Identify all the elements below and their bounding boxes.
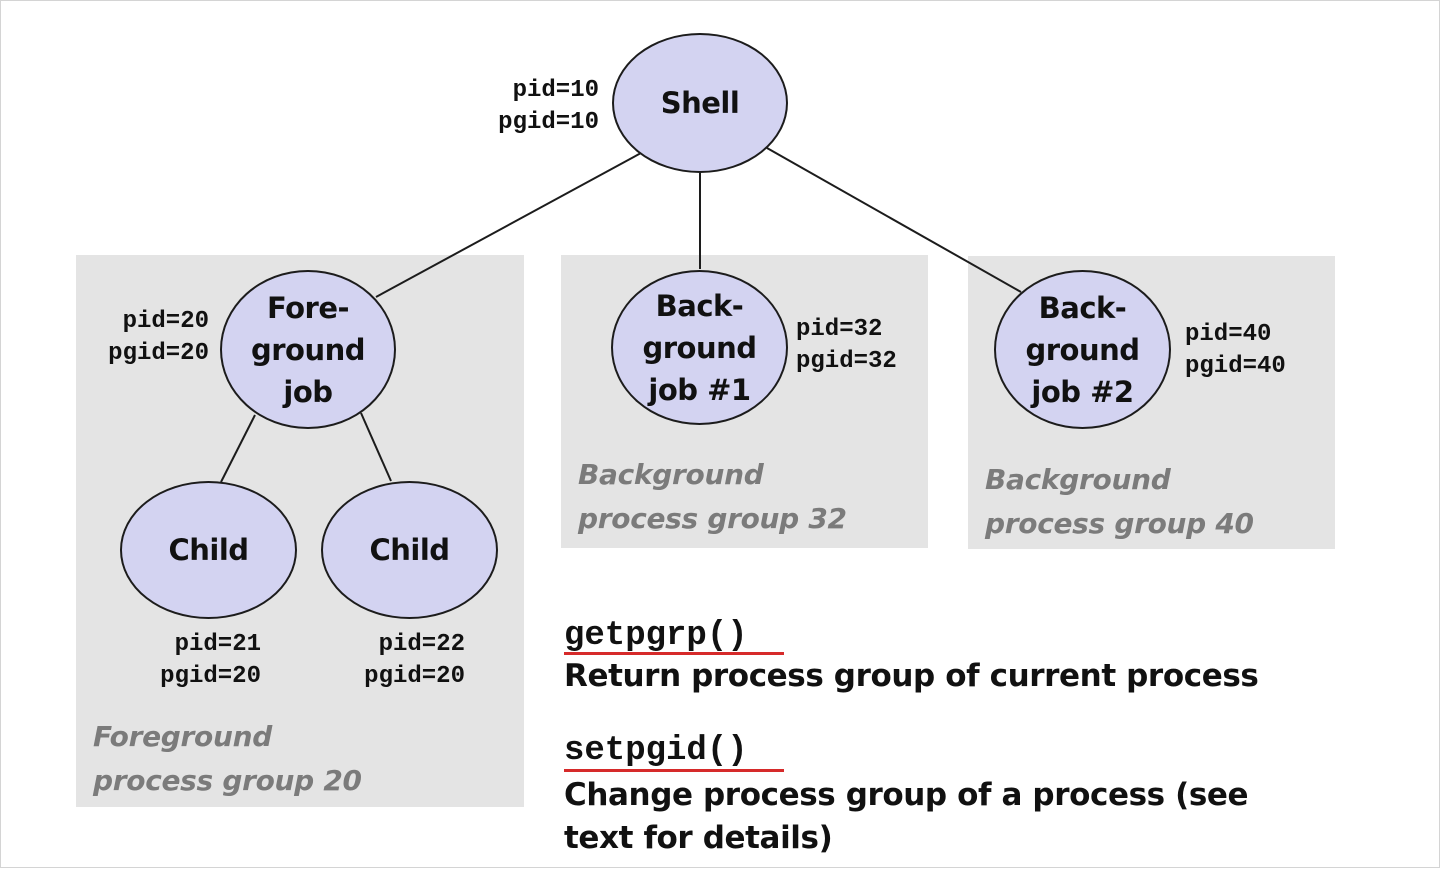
child-1-pgid: pgid=20 (160, 663, 261, 690)
background-group-40-label-line1: Background (985, 463, 1171, 496)
edge-shell-background-job-2 (766, 147, 1022, 293)
getpgrp-function-name: getpgrp() (564, 617, 748, 655)
foreground-job-pgid: pgid=20 (108, 340, 209, 367)
background-job-1-ids: pid=32 pgid=32 (796, 314, 897, 378)
background-group-32-label: Background process group 32 (578, 453, 847, 541)
child-2-pid: pid=22 (378, 631, 465, 658)
child-1-ids: pid=21 pgid=20 (131, 629, 261, 693)
shell-pid: pid=10 (512, 77, 599, 104)
getpgrp-description: Return process group of current process (564, 658, 1259, 694)
background-group-40-label: Background process group 40 (985, 458, 1254, 546)
foreground-job-ids: pid=20 pgid=20 (81, 306, 209, 370)
background-job-2-pid: pid=40 (1185, 321, 1272, 348)
shell-pgid: pgid=10 (498, 109, 599, 136)
background-job-1-node: Back- ground job #1 (611, 270, 788, 425)
setpgid-function-name: setpgid() (564, 732, 748, 770)
background-job-2-pgid: pgid=40 (1185, 353, 1286, 380)
background-job-2-node: Back- ground job #2 (994, 270, 1171, 429)
setpgid-underline (564, 769, 784, 772)
foreground-group-label: Foreground process group 20 (93, 715, 362, 803)
child-2-ids: pid=22 pgid=20 (335, 629, 465, 693)
foreground-job-node: Fore- ground job (220, 270, 396, 429)
edge-shell-foreground-job (375, 152, 642, 298)
background-group-32-label-line2: process group 32 (578, 502, 847, 535)
getpgrp-underline (564, 652, 784, 655)
edge-foreground-job-child-2 (360, 412, 392, 482)
child-node-2: Child (321, 481, 498, 619)
foreground-job-pid: pid=20 (122, 308, 209, 335)
child-node-1: Child (120, 481, 297, 619)
shell-node: Shell (612, 33, 788, 173)
setpgid-description: Change process group of a process (see t… (564, 777, 1249, 856)
background-group-40-label-line2: process group 40 (985, 507, 1254, 540)
child-1-pid: pid=21 (174, 631, 261, 658)
edge-foreground-job-child-1 (220, 414, 256, 483)
background-job-2-ids: pid=40 pgid=40 (1185, 319, 1286, 383)
background-group-32-label-line1: Background (578, 458, 764, 491)
shell-ids: pid=10 pgid=10 (471, 75, 599, 139)
foreground-group-label-line1: Foreground (93, 720, 272, 753)
background-job-1-pgid: pgid=32 (796, 348, 897, 375)
background-job-1-pid: pid=32 (796, 316, 883, 343)
child-2-pgid: pgid=20 (364, 663, 465, 690)
foreground-group-label-line2: process group 20 (93, 764, 362, 797)
